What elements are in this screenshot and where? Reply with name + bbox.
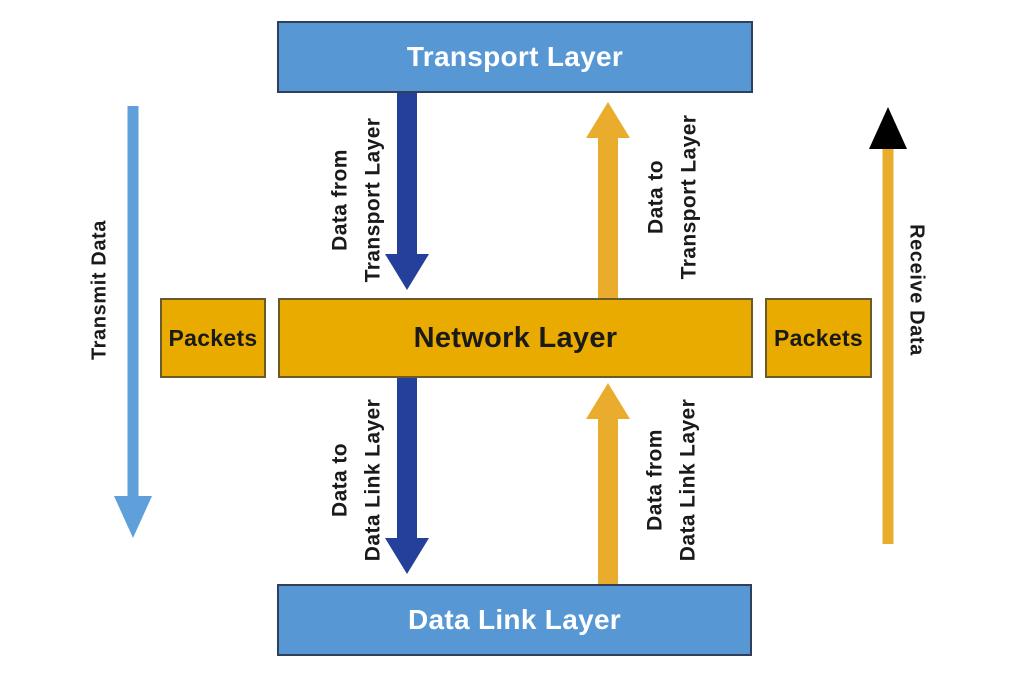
label-line-1: Data to — [644, 160, 668, 234]
arrow-shaft — [598, 417, 618, 584]
arrow-head — [385, 538, 429, 574]
transmit-down-arrow-icon — [114, 106, 152, 538]
packets-left-box: Packets — [160, 298, 266, 378]
arrow-shaft — [127, 106, 139, 498]
arrow-head — [869, 107, 907, 149]
receive-up-arrow-icon — [869, 107, 907, 544]
arrow-shaft — [397, 378, 417, 540]
arrow-head — [114, 496, 152, 538]
label-line-2: Transport Layer — [361, 117, 384, 283]
packets-right-box: Packets — [765, 298, 872, 378]
label-line-1: Data from — [643, 429, 667, 531]
up-arrow-icon — [586, 102, 630, 298]
label-line-2: Data Link Layer — [361, 398, 384, 562]
transport-layer-box: Transport Layer — [277, 21, 753, 93]
label-line-1: Data from — [328, 149, 352, 251]
arrow-head — [385, 254, 429, 290]
transmit-data-label: Transmit Data — [88, 219, 111, 361]
arrow-shaft — [598, 136, 618, 298]
arrow-head — [586, 383, 630, 419]
label-line-1: Data to — [328, 443, 352, 517]
data-to-transport-label: Data to Transport Layer — [640, 115, 705, 280]
data-to-data-link-label: Data to Data Link Layer — [324, 399, 389, 561]
arrow-shaft — [397, 93, 417, 256]
receive-data-label: Receive Data — [905, 224, 928, 356]
label-line-2: Data Link Layer — [676, 398, 699, 562]
data-link-layer-box: Data Link Layer — [277, 584, 752, 656]
down-arrow-icon — [385, 93, 429, 290]
down-arrow-icon — [385, 378, 429, 574]
arrow-head — [586, 102, 630, 138]
arrow-shaft — [882, 147, 894, 544]
up-arrow-icon — [586, 383, 630, 584]
label-line-2: Transport Layer — [677, 114, 700, 280]
data-from-data-link-label: Data from Data Link Layer — [639, 399, 704, 561]
network-layer-box: Network Layer — [278, 298, 753, 378]
data-from-transport-label: Data from Transport Layer — [324, 118, 389, 283]
